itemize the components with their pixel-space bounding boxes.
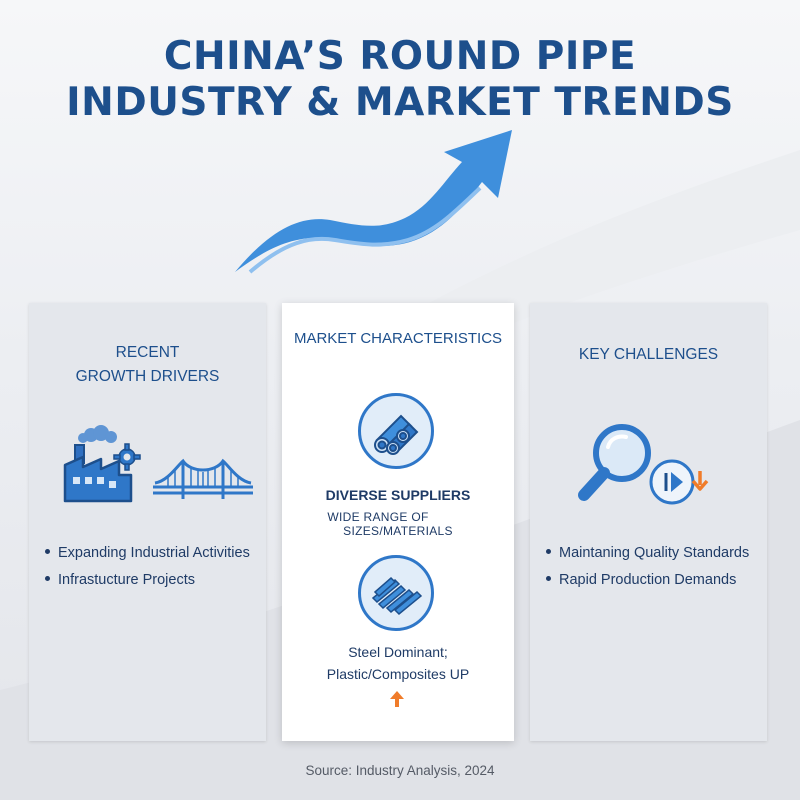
growth-heading-line-2: GROWTH DRIVERS bbox=[75, 368, 220, 385]
market-characteristics-panel: MARKET CHARACTERISTICS DIVERSE SUPPLIERS… bbox=[282, 303, 514, 741]
source-caption: Source: Industry Analysis, 2024 bbox=[305, 763, 495, 778]
list-item: Rapid Production Demands bbox=[546, 567, 749, 594]
steel-dominant-text: Steel Dominant; Plastic/Composites UP bbox=[326, 644, 470, 682]
title-line-1: CHINA’S ROUND PIPE bbox=[163, 34, 637, 79]
title-line-2: INDUSTRY & MARKET TRENDS bbox=[66, 80, 734, 125]
page-title: CHINA’S ROUND PIPE INDUSTRY & MARKET TRE… bbox=[0, 34, 800, 126]
factory-icon bbox=[63, 425, 133, 503]
list-item: Infrastucture Projects bbox=[45, 567, 250, 594]
arrow-up-icon bbox=[390, 691, 404, 707]
trend-arrow-icon bbox=[235, 130, 512, 274]
gear-icon bbox=[113, 443, 141, 471]
growth-drivers-panel: RECENT GROWTH DRIVERS bbox=[29, 303, 266, 741]
market-heading: MARKET CHARACTERISTICS bbox=[293, 330, 503, 347]
production-arrow-icon bbox=[649, 459, 709, 505]
list-item: Maintaning Quality Standards bbox=[546, 540, 749, 567]
growth-heading-line-1: RECENT bbox=[115, 344, 180, 361]
magnifier-icon bbox=[578, 424, 651, 501]
growth-drivers-heading: RECENT GROWTH DRIVERS bbox=[29, 341, 266, 389]
wide-range-text: WIDE RANGE OF SIZES/MATERIALS bbox=[327, 510, 453, 538]
pipe-bundle-icon bbox=[358, 555, 434, 631]
pipes-icon bbox=[358, 393, 434, 469]
bridge-icon bbox=[153, 458, 253, 499]
challenges-heading: KEY CHALLENGES bbox=[578, 346, 719, 363]
challenges-bullet-list: Maintaning Quality Standards Rapid Produ… bbox=[546, 540, 749, 594]
growth-bullet-list: Expanding Industrial Activities Infrastu… bbox=[45, 540, 250, 594]
key-challenges-panel: KEY CHALLENGES Maintaning Quality Standa… bbox=[530, 303, 767, 741]
list-item: Expanding Industrial Activities bbox=[45, 540, 250, 567]
diverse-suppliers-text: DIVERSE SUPPLIERS bbox=[325, 487, 471, 503]
